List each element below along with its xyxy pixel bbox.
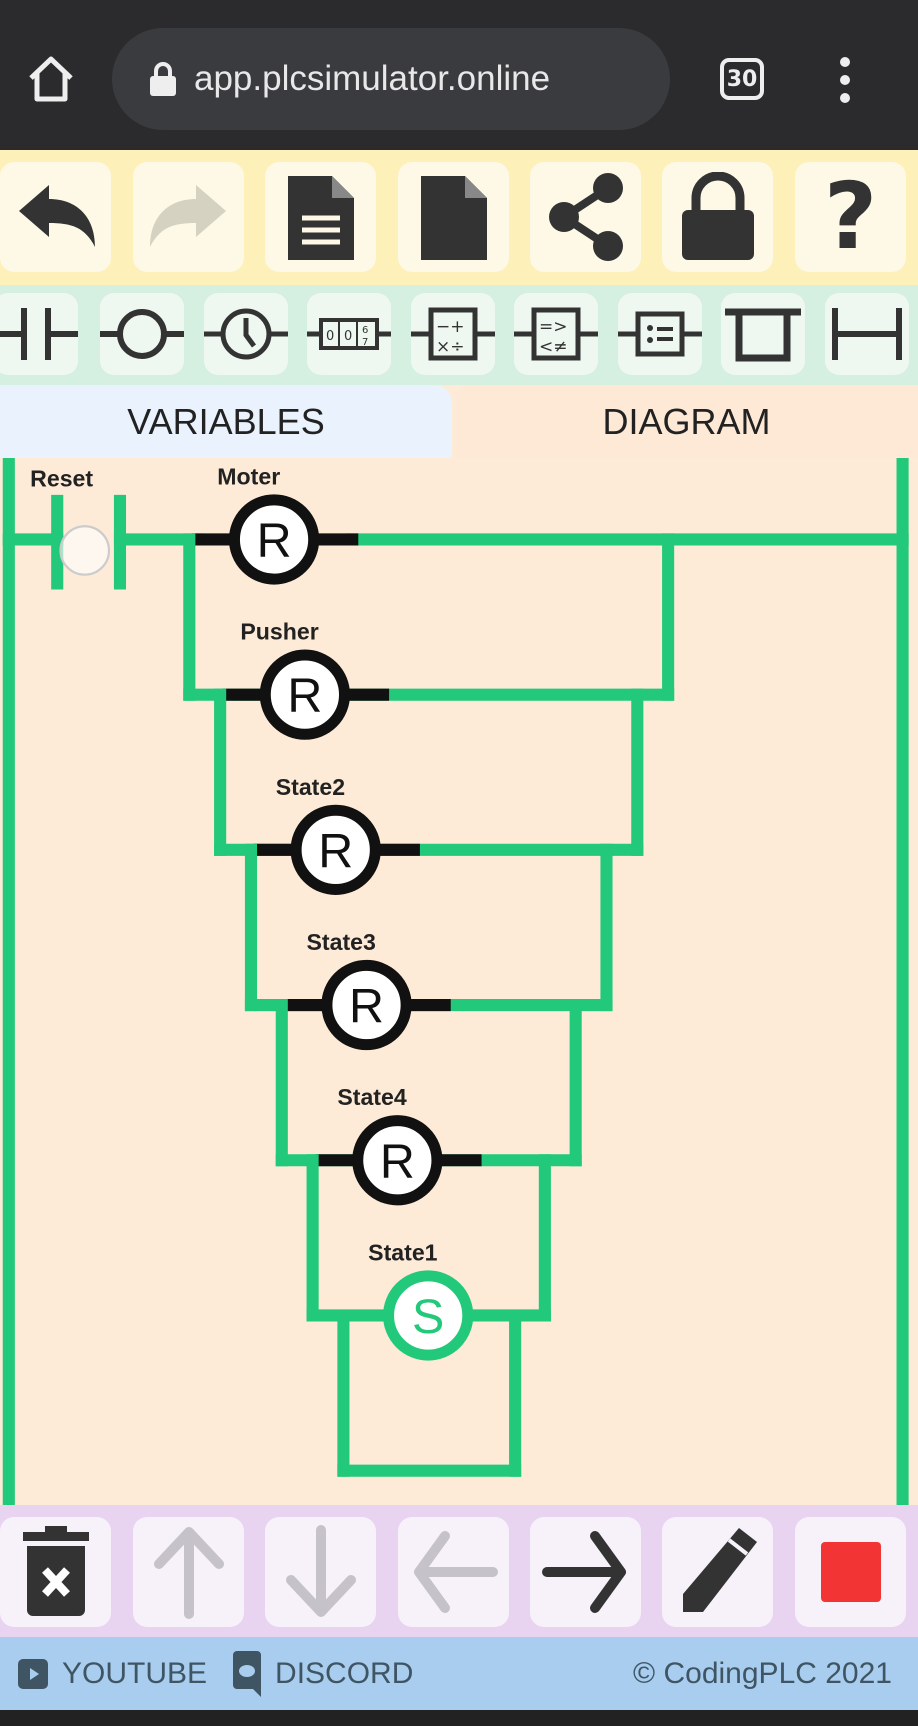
tab-count-button[interactable]: 30 — [720, 58, 764, 100]
svg-text:×÷: ×÷ — [436, 337, 465, 357]
discord-link[interactable]: DISCORD — [233, 1650, 414, 1697]
stop-button[interactable] — [795, 1517, 906, 1627]
touch-indicator — [59, 525, 111, 576]
kebab-menu-icon[interactable] — [834, 55, 856, 105]
move-down-button[interactable] — [265, 1517, 376, 1627]
coil-moter — [228, 494, 320, 585]
coil-type: S — [412, 1290, 444, 1344]
branch-open-icon — [725, 308, 801, 362]
lock-icon — [150, 62, 176, 96]
edit-icon — [682, 1528, 757, 1612]
tab-diagram[interactable]: DIAGRAM — [455, 385, 918, 458]
svg-text:6: 6 — [362, 325, 368, 336]
coil-icon — [100, 309, 184, 359]
copyright-text: © CodingPLC 2021 — [633, 1656, 892, 1690]
new-file-button[interactable] — [398, 162, 509, 272]
youtube-icon — [18, 1658, 48, 1689]
move-left-icon — [413, 1531, 498, 1613]
move-down-icon — [285, 1525, 356, 1617]
discord-label: DISCORD — [275, 1656, 414, 1690]
ladder-diagram[interactable]: ResetRMoterRPusherRState2RState3RState4S… — [0, 458, 918, 1505]
coil-state1 — [383, 1270, 474, 1361]
svg-text:0: 0 — [326, 329, 334, 344]
svg-text:<≠: <≠ — [539, 337, 568, 357]
branch-close-icon — [832, 308, 902, 360]
lock-button[interactable] — [662, 162, 773, 272]
system-nav-bar — [0, 1710, 918, 1726]
coil-type: R — [349, 980, 384, 1034]
url-bar[interactable]: app.plcsimulator.online — [112, 28, 670, 130]
move-right-button[interactable] — [530, 1517, 641, 1627]
help-icon: ? — [823, 163, 878, 270]
coil-label: State1 — [368, 1239, 438, 1265]
delete-icon — [22, 1526, 89, 1616]
help-button[interactable]: ? — [795, 162, 906, 272]
open-document-button[interactable] — [265, 162, 376, 272]
contact-button[interactable] — [0, 293, 78, 375]
tab-variables[interactable]: VARIABLES — [0, 385, 452, 458]
coil-state4 — [352, 1115, 443, 1206]
contact-label: Reset — [30, 466, 93, 492]
coil-state2 — [290, 804, 381, 895]
coil-label: State4 — [337, 1084, 407, 1110]
document-icon — [287, 176, 354, 260]
svg-text:−+: −+ — [436, 317, 465, 337]
stop-icon — [820, 1542, 881, 1602]
move-up-button[interactable] — [133, 1517, 244, 1627]
undo-icon — [18, 185, 95, 247]
edit-toolbar — [0, 1505, 918, 1637]
delete-button[interactable] — [0, 1517, 111, 1627]
share-icon — [548, 173, 623, 261]
math-button[interactable]: −+×÷ — [411, 293, 495, 375]
move-up-icon — [153, 1527, 224, 1619]
assign-button[interactable] — [618, 293, 702, 375]
move-left-button[interactable] — [398, 1517, 509, 1627]
math-icon: −+×÷ — [411, 307, 495, 361]
redo-button[interactable] — [133, 162, 244, 272]
coil-label: Moter — [217, 463, 280, 489]
svg-text:0: 0 — [344, 329, 352, 344]
coil-label: State2 — [276, 774, 345, 800]
coil-label: Pusher — [240, 619, 318, 645]
url-text: app.plcsimulator.online — [194, 59, 551, 98]
browser-bar: app.plcsimulator.online 30 — [0, 0, 918, 150]
redo-icon — [149, 185, 226, 247]
footer: YOUTUBE DISCORD © CodingPLC 2021 — [0, 1637, 918, 1710]
lock-icon — [681, 172, 754, 260]
youtube-link[interactable]: YOUTUBE — [18, 1657, 207, 1691]
coil-type: R — [257, 514, 292, 568]
coil-pusher — [259, 649, 351, 740]
contact-icon — [0, 308, 78, 360]
coil-label: State3 — [307, 929, 377, 955]
coil-type: R — [380, 1135, 415, 1189]
new-file-icon — [420, 176, 487, 260]
svg-text:7: 7 — [362, 337, 368, 348]
assign-icon — [618, 311, 702, 357]
edit-button[interactable] — [662, 1517, 773, 1627]
branch-open-button[interactable] — [721, 293, 805, 375]
coil-type: R — [287, 669, 322, 723]
share-button[interactable] — [530, 162, 641, 272]
file-toolbar: ? — [0, 150, 918, 285]
coil-type: R — [318, 824, 353, 878]
home-icon[interactable] — [26, 54, 76, 104]
timer-icon — [204, 308, 288, 360]
coil-state3 — [321, 959, 412, 1051]
move-right-icon — [541, 1531, 626, 1613]
coil-button[interactable] — [100, 293, 184, 375]
compare-button[interactable]: =><≠ — [514, 293, 598, 375]
compare-icon: =><≠ — [514, 307, 598, 361]
discord-icon — [233, 1650, 262, 1697]
timer-button[interactable] — [204, 293, 288, 375]
undo-button[interactable] — [0, 162, 111, 272]
youtube-label: YOUTUBE — [62, 1656, 208, 1690]
svg-text:=>: => — [539, 317, 568, 337]
branch-close-button[interactable] — [825, 293, 909, 375]
